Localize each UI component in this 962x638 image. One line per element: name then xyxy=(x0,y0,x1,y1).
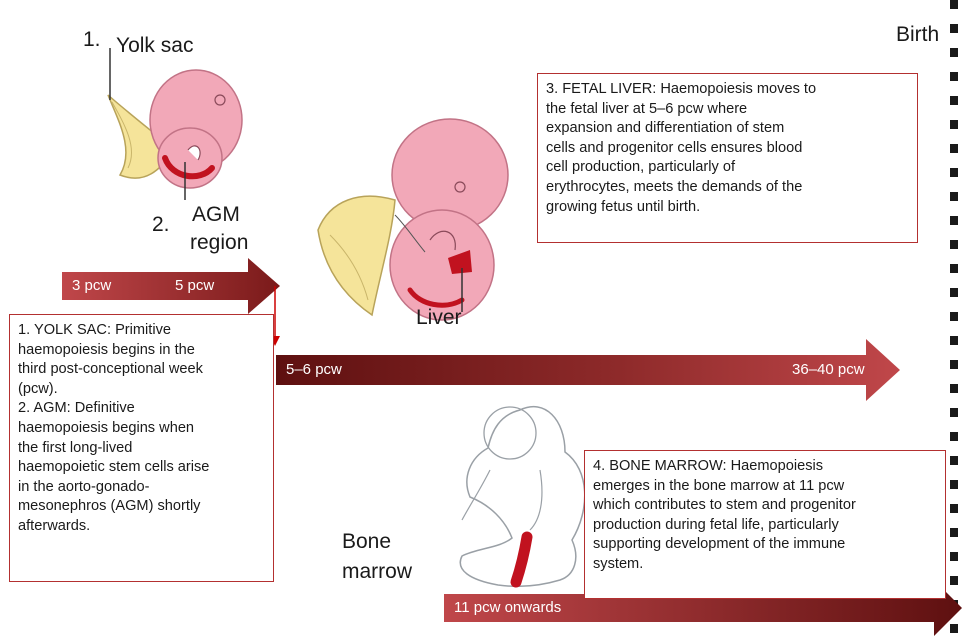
yolk-sac-number: 1. xyxy=(83,28,101,52)
box-line: afterwards. xyxy=(18,517,265,537)
yolk-sac-label: Yolk sac xyxy=(116,34,193,58)
box-line: which contributes to stem and progenitor xyxy=(593,496,937,516)
box-line: emerges in the bone marrow at 11 pcw xyxy=(593,477,937,497)
fetus-bone-marrow-illustration xyxy=(460,407,584,587)
birth-label: Birth xyxy=(896,23,939,47)
yolk-agm-info-box: 1. YOLK SAC: Primitive haemopoiesis begi… xyxy=(9,314,274,582)
bone-marrow-arrow-label: 11 pcw onwards xyxy=(454,599,561,616)
box-line: growing fetus until birth. xyxy=(546,198,909,218)
box-line: 1. YOLK SAC: Primitive xyxy=(18,321,265,341)
bone-marrow-info-box: 4. BONE MARROW: Haemopoiesis emerges in … xyxy=(584,450,946,599)
box-line: the fetal liver at 5–6 pcw where xyxy=(546,100,909,120)
box-line: production during fetal life, particular… xyxy=(593,516,937,536)
fetal-liver-info-box: 3. FETAL LIVER: Haemopoiesis moves to th… xyxy=(537,73,918,243)
agm-number: 2. xyxy=(152,213,170,237)
box-line: 4. BONE MARROW: Haemopoiesis xyxy=(593,457,937,477)
timeline-dashes xyxy=(950,0,958,638)
bone-marrow-label-line2: marrow xyxy=(342,560,412,584)
box-line: the first long-lived xyxy=(18,439,265,459)
liver-label: Liver xyxy=(416,306,462,330)
embryo-early-illustration xyxy=(108,70,242,188)
box-line: cell production, particularly of xyxy=(546,158,909,178)
box-line: supporting development of the immune xyxy=(593,535,937,555)
box-line: haemopoietic stem cells arise xyxy=(18,458,265,478)
box-line: third post-conceptional week xyxy=(18,360,265,380)
agm-label-line1: AGM xyxy=(192,203,240,227)
box-line: haemopoiesis begins in the xyxy=(18,341,265,361)
box-line: erythrocytes, meets the demands of the xyxy=(546,178,909,198)
box-line: (pcw). xyxy=(18,380,265,400)
bone-marrow-label-line1: Bone xyxy=(342,530,391,554)
fetal-liver-arrow-end-label: 36–40 pcw xyxy=(792,361,865,378)
box-line: 2. AGM: Definitive xyxy=(18,399,265,419)
box-line: cells and progenitor cells ensures blood xyxy=(546,139,909,159)
fetal-liver-arrow-start-label: 5–6 pcw xyxy=(286,361,342,378)
box-line: in the aorto-gonado- xyxy=(18,478,265,498)
early-arrow-end-label: 5 pcw xyxy=(175,277,214,294)
box-line: 3. FETAL LIVER: Haemopoiesis moves to xyxy=(546,80,909,100)
box-line: mesonephros (AGM) shortly xyxy=(18,497,265,517)
box-line: haemopoiesis begins when xyxy=(18,419,265,439)
early-arrow-start-label: 3 pcw xyxy=(72,277,111,294)
box-line: system. xyxy=(593,555,937,575)
embryo-liver-illustration xyxy=(318,119,508,320)
agm-label-line2: region xyxy=(190,231,248,255)
box-line: expansion and differentiation of stem xyxy=(546,119,909,139)
